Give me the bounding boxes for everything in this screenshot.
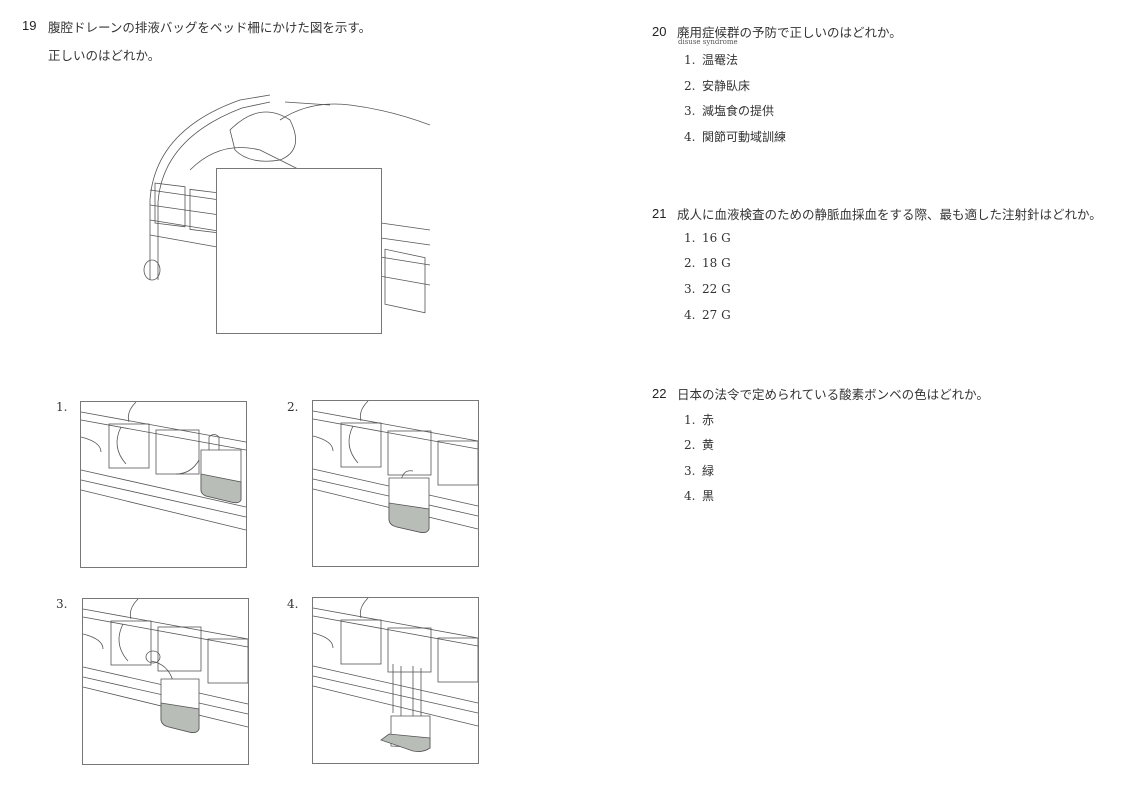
answer-option[interactable]: 3. 緑: [684, 462, 714, 479]
answer-option[interactable]: 2. 18 G: [684, 256, 731, 270]
question-number: 22: [652, 386, 667, 401]
answer-option[interactable]: 4. 27 G: [684, 308, 731, 322]
option-text: 安静臥床: [702, 79, 751, 93]
question-text: 成人に血液検査のための静脈血採血をする際、最も適した注射針はどれか。: [677, 207, 1102, 222]
answer-option[interactable]: 3. 減塩食の提供: [684, 102, 774, 119]
option-text: 黒: [702, 489, 715, 503]
answer-option[interactable]: 4. 関節可動域訓練: [684, 128, 786, 145]
question-text: 正しいのはどれか。: [48, 48, 161, 63]
option-text: 黄: [702, 438, 715, 452]
option-text: 22 G: [702, 282, 731, 296]
option-text: 減塩食の提供: [702, 104, 775, 118]
blank-box: [216, 168, 382, 334]
option-text: 16 G: [702, 231, 731, 245]
rail-illustration: [83, 599, 248, 733]
option-2-figure[interactable]: [312, 400, 479, 567]
answer-option[interactable]: 2. 安静臥床: [684, 77, 750, 94]
question-number: 19: [22, 18, 37, 33]
option-number: 3.: [684, 464, 696, 478]
answer-option[interactable]: 1. 16 G: [684, 231, 731, 245]
option-label: 1.: [56, 400, 68, 414]
option-text: 赤: [702, 413, 715, 427]
option-text: 18 G: [702, 256, 731, 270]
option-number: 4.: [684, 308, 696, 322]
option-number: 2.: [684, 438, 696, 452]
option-3-figure[interactable]: [82, 598, 249, 765]
question-text: 日本の法令で定められている酸素ボンベの色はどれか。: [677, 387, 989, 402]
question-number: 20: [652, 24, 667, 39]
option-number: 3.: [684, 282, 696, 296]
answer-option[interactable]: 1. 温罨法: [684, 51, 738, 68]
option-number: 3.: [684, 104, 696, 118]
question-number: 21: [652, 206, 667, 221]
option-label: 4.: [287, 597, 299, 611]
option-number: 1.: [684, 413, 696, 427]
option-number: 4.: [684, 489, 696, 503]
option-text: 温罨法: [702, 53, 739, 67]
option-label: 2.: [287, 400, 299, 414]
rail-illustration: [81, 402, 246, 531]
question-text: 廃用症候群の予防で正しいのはどれか。: [677, 25, 902, 40]
option-number: 2.: [684, 256, 696, 270]
option-text: 関節可動域訓練: [702, 130, 787, 144]
option-label: 3.: [56, 597, 68, 611]
answer-option[interactable]: 4. 黒: [684, 487, 714, 504]
option-text: 27 G: [702, 308, 731, 322]
rail-illustration: [313, 401, 478, 533]
option-1-figure[interactable]: [80, 401, 247, 568]
question-text: 腹腔ドレーンの排液バッグをベッド柵にかけた図を示す。: [48, 20, 372, 35]
answer-option[interactable]: 3. 22 G: [684, 282, 731, 296]
ruby-annotation: disuse syndrome: [678, 38, 738, 46]
option-number: 2.: [684, 79, 696, 93]
option-number: 4.: [684, 130, 696, 144]
answer-option[interactable]: 2. 黄: [684, 436, 714, 453]
option-number: 1.: [684, 231, 696, 245]
bed-illustration: [130, 90, 431, 340]
rail-illustration: [313, 598, 478, 752]
answer-option[interactable]: 1. 赤: [684, 411, 714, 428]
option-4-figure[interactable]: [312, 597, 479, 764]
option-number: 1.: [684, 53, 696, 67]
option-text: 緑: [702, 464, 715, 478]
